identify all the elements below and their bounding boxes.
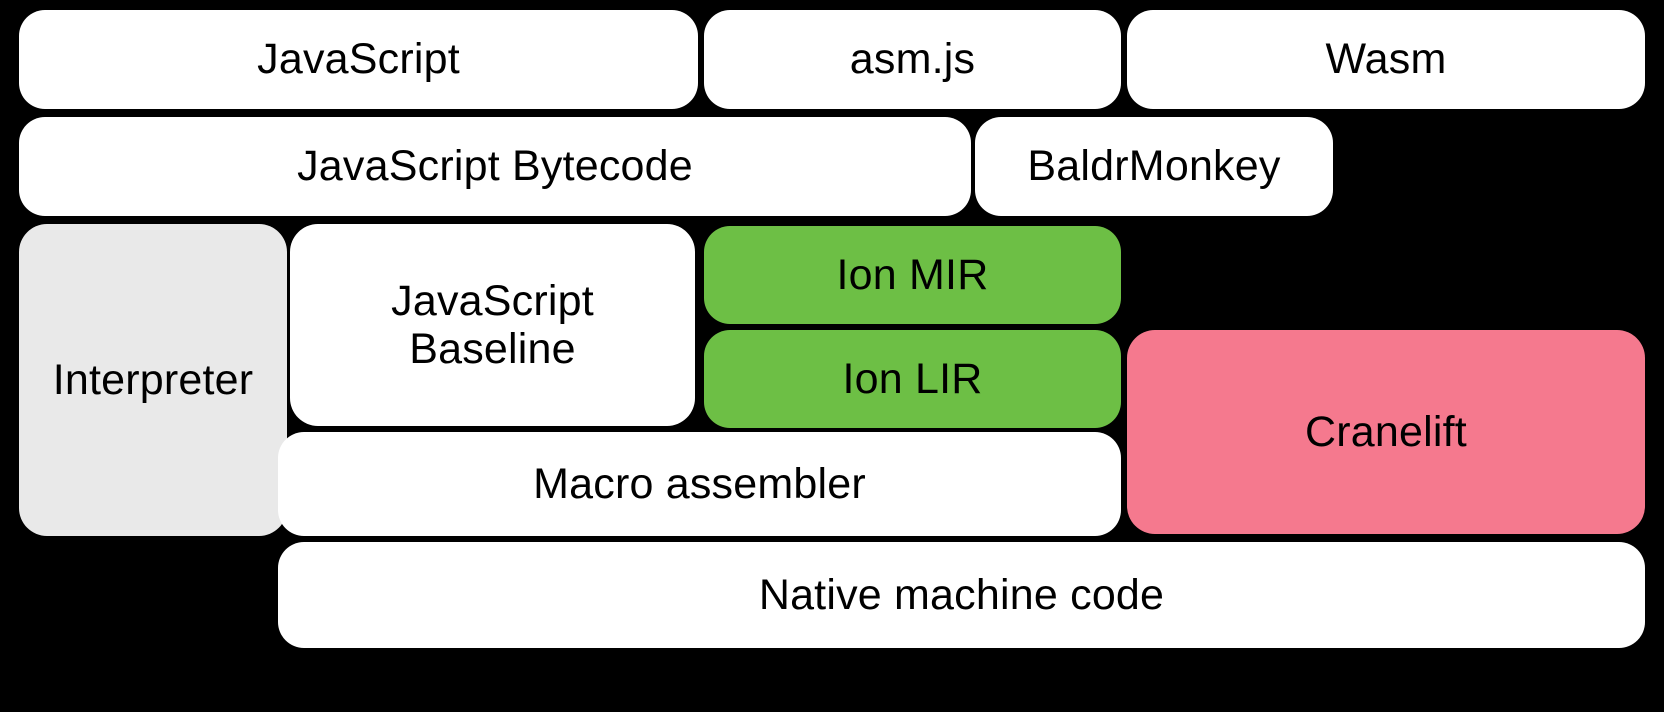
node-javascript-bytecode[interactable]: JavaScript Bytecode: [19, 117, 971, 216]
node-asmjs[interactable]: asm.js: [704, 10, 1121, 109]
node-ion-lir[interactable]: Ion LIR: [704, 330, 1121, 428]
node-macro-assembler[interactable]: Macro assembler: [278, 432, 1121, 536]
node-ion-mir[interactable]: Ion MIR: [704, 226, 1121, 324]
node-interpreter[interactable]: Interpreter: [19, 224, 287, 536]
node-native-machine-code[interactable]: Native machine code: [278, 542, 1645, 648]
node-cranelift[interactable]: Cranelift: [1127, 330, 1645, 534]
node-javascript[interactable]: JavaScript: [19, 10, 698, 109]
node-wasm[interactable]: Wasm: [1127, 10, 1645, 109]
node-javascript-baseline[interactable]: JavaScript Baseline: [290, 224, 695, 426]
node-baldrmonkey[interactable]: BaldrMonkey: [975, 117, 1333, 216]
